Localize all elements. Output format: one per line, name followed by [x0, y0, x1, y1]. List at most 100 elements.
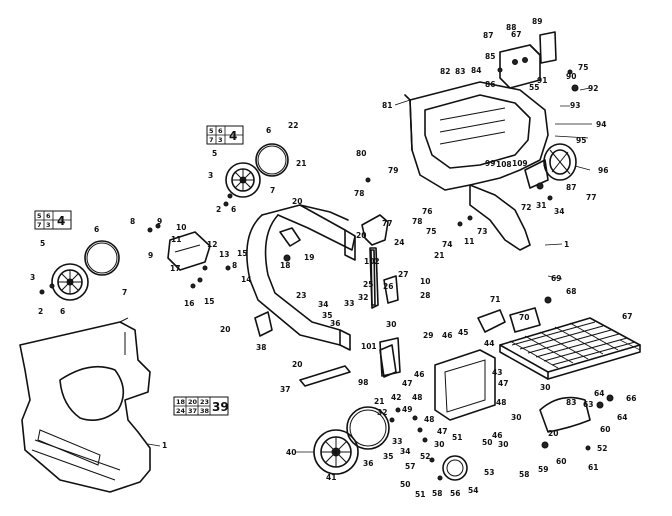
callout-57: 57	[405, 462, 415, 471]
kit-lower-cell-1: 18	[176, 398, 186, 406]
callout-30: 30	[511, 413, 521, 422]
callout-8: 8	[232, 261, 237, 270]
callout-96: 96	[598, 166, 608, 175]
kit-lower-cell-4: 24	[176, 407, 186, 415]
callout-21: 21	[296, 159, 306, 168]
callout-38: 38	[256, 343, 266, 352]
callout-94: 94	[596, 120, 606, 129]
kit-lower-cell-3: 23	[200, 398, 209, 406]
callout-2: 2	[38, 307, 43, 316]
callout-34: 34	[318, 300, 328, 309]
callout-50: 50	[482, 438, 492, 447]
callout-84: 84	[471, 66, 481, 75]
callout-95: 95	[576, 136, 586, 145]
guide-bracket	[379, 337, 496, 421]
callout-61: 61	[588, 463, 598, 472]
callout-30: 30	[386, 320, 396, 329]
callout-102: 102	[364, 257, 380, 266]
callout-33: 33	[344, 299, 354, 308]
callout-47: 47	[437, 427, 447, 436]
callout-80: 80	[356, 149, 366, 158]
callout-58: 58	[519, 470, 529, 479]
callout-56: 56	[450, 489, 460, 498]
callout-78: 78	[354, 189, 364, 198]
callout-5: 5	[212, 149, 217, 158]
callout-63: 63	[583, 400, 593, 409]
callout-85: 85	[485, 52, 495, 61]
callout-20: 20	[292, 197, 302, 206]
callout-3: 3	[208, 171, 213, 180]
callout-101: 101	[361, 342, 377, 351]
callout-12: 12	[207, 240, 217, 249]
callout-20: 20	[220, 325, 230, 334]
callout-81: 81	[382, 101, 392, 110]
callout-22: 22	[288, 121, 298, 130]
callout-2: 2	[216, 205, 221, 214]
callout-86: 86	[485, 80, 495, 89]
callout-87: 87	[566, 183, 576, 192]
callout-26: 26	[383, 282, 393, 291]
callout-82: 82	[440, 67, 450, 76]
callout-54: 54	[468, 486, 478, 495]
callout-18: 18	[280, 261, 290, 270]
callout-20: 20	[356, 231, 366, 240]
kit-left-cell-2: 6	[46, 212, 51, 220]
callout-48: 48	[412, 393, 422, 402]
callout-51: 51	[452, 433, 462, 442]
callout-10: 10	[420, 277, 430, 286]
callout-30: 30	[540, 383, 550, 392]
callout-47: 47	[402, 379, 412, 388]
callout-6: 6	[60, 307, 65, 316]
callout-50: 50	[400, 480, 410, 489]
callout-16: 16	[184, 299, 194, 308]
hardware-dots	[39, 67, 614, 481]
callout-24: 24	[394, 238, 404, 247]
callout-23: 23	[296, 291, 306, 300]
callout-36: 36	[330, 319, 340, 328]
callout-32: 32	[377, 408, 387, 417]
callout-6: 6	[266, 126, 271, 135]
upper-wheel	[225, 143, 289, 198]
callout-40: 40	[286, 448, 296, 457]
callout-43: 43	[492, 368, 502, 377]
kit-upper-total: 4	[229, 129, 237, 143]
lower-wheel-left	[51, 240, 120, 301]
frame-tube	[246, 204, 356, 351]
callout-6: 6	[94, 225, 99, 234]
kit-box-left: 5 6 7 3 4	[34, 210, 72, 230]
callout-53: 53	[484, 468, 494, 477]
lower-wheel-right	[313, 406, 390, 475]
callout-9: 9	[157, 217, 162, 226]
callout-46: 46	[442, 331, 452, 340]
callout-83: 83	[455, 67, 465, 76]
callout-67: 67	[622, 312, 632, 321]
bracket-left	[167, 231, 231, 271]
callout-14: 14	[241, 275, 251, 284]
kit-left-cell-4: 3	[46, 221, 51, 229]
callout-71: 71	[490, 295, 500, 304]
callout-91: 91	[537, 76, 547, 85]
callout-8: 8	[130, 217, 135, 226]
callout-1: 1	[564, 240, 569, 249]
callout-55: 55	[529, 83, 539, 92]
callout-70: 70	[519, 313, 529, 322]
callout-48: 48	[496, 398, 506, 407]
callout-74: 74	[442, 240, 452, 249]
kit-upper-cell-4: 3	[218, 136, 223, 144]
kit-left-cell-3: 7	[37, 221, 42, 229]
callout-46: 46	[492, 431, 502, 440]
callout-44: 44	[484, 339, 494, 348]
callout-28: 28	[420, 291, 430, 300]
callout-47: 47	[498, 379, 508, 388]
callout-51: 51	[415, 490, 425, 499]
kit-lower-cell-5: 37	[188, 407, 197, 415]
lower-housing	[19, 317, 151, 493]
callout-52: 52	[420, 452, 430, 461]
kit-left-total: 4	[57, 214, 65, 228]
callout-98: 98	[358, 378, 368, 387]
callout-99: 99	[485, 159, 495, 168]
callout-31: 31	[536, 201, 546, 210]
callout-59: 59	[538, 465, 548, 474]
part-101-plate	[379, 344, 397, 378]
